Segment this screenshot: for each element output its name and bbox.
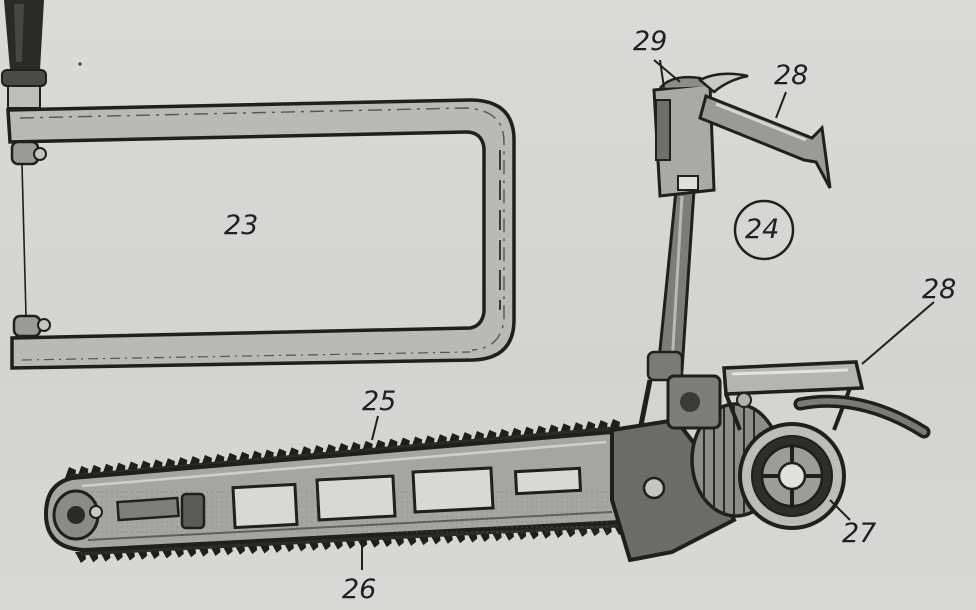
- leader-25: [371, 415, 379, 441]
- saw-blade: [21, 163, 27, 317]
- chain-tensioner: [89, 492, 206, 530]
- brace-tool: [637, 72, 832, 431]
- leader-29b: [659, 59, 665, 89]
- label-28-right: 28: [922, 274, 957, 305]
- label-24: 24: [745, 214, 780, 245]
- fret-saw: [1, 0, 516, 370]
- saw-frame-body: [6, 98, 516, 370]
- engine-unit: [610, 360, 931, 563]
- engine-linkage: [666, 374, 752, 430]
- label-23: 23: [224, 210, 259, 241]
- leader-28-right: [861, 301, 935, 365]
- label-25: 25: [362, 386, 397, 417]
- leader-29a: [653, 59, 681, 83]
- starter-drum: [738, 422, 846, 530]
- leader-27: [829, 499, 851, 521]
- label-27: 27: [842, 518, 877, 549]
- leader-28-top: [775, 91, 787, 119]
- brace-lower-joint: [637, 350, 684, 431]
- upper-blade-clamp: [10, 140, 47, 166]
- label-28-top: 28: [774, 60, 809, 91]
- leader-lines: [361, 59, 935, 570]
- brace-handle-arm: [698, 93, 832, 189]
- brace-clamp-block: [652, 72, 749, 198]
- chainsaw-bar-group: [43, 419, 624, 563]
- saw-handle: [1, 0, 47, 109]
- rear-handle: [722, 360, 865, 431]
- label-24-circle: [733, 199, 795, 261]
- label-26: 26: [342, 574, 377, 605]
- label-29: 29: [633, 26, 668, 57]
- guide-bar-windows: [231, 466, 583, 530]
- lower-blade-clamp: [12, 314, 51, 338]
